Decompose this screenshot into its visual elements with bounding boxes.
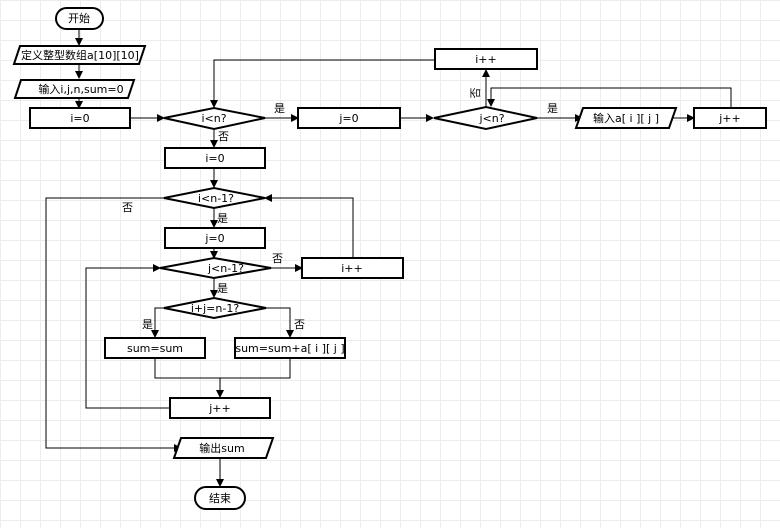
inc-j-bottom-node: j++ [169, 397, 271, 419]
edge-cond-i1-no-to-output [45, 197, 182, 452]
input-vars-label: 输入i,j,n,sum=0 [38, 82, 123, 96]
start-label: 开始 [68, 11, 90, 25]
label-yes-cond-j1: 是 [217, 282, 228, 295]
cond-j-lt-n-label: j<n? [478, 112, 504, 125]
cond-j-lt-n-node: j<n? [433, 105, 538, 131]
inc-j-top-label: j++ [718, 112, 741, 125]
inc-i-mid-label: i++ [341, 262, 363, 275]
init-j-node: j=0 [297, 107, 401, 129]
cond-i-lt-n1-node: i<n-1? [163, 186, 266, 210]
sum-keep-label: sum=sum [127, 342, 183, 355]
reset-i-label: i=0 [205, 152, 224, 165]
input-aij-label: 输入a[ i ][ j ] [593, 111, 659, 125]
input-aij-node: 输入a[ i ][ j ] [574, 107, 678, 129]
cond-i-lt-n-label: i<n? [201, 112, 226, 125]
cond-diag-label: i+j=n-1? [191, 302, 239, 315]
label-yes-cond-j: 是 [547, 102, 558, 115]
edge-cond-diag-yes-to-sum-keep [151, 307, 164, 338]
reset-i-node: i=0 [164, 147, 266, 169]
label-yes-cond-i: 是 [274, 102, 285, 115]
inc-i-mid-node: i++ [301, 257, 404, 279]
cond-j-lt-n1-node: j<n-1? [159, 256, 272, 280]
cond-i-lt-n1-label: i<n-1? [198, 192, 234, 205]
cond-diag-node: i+j=n-1? [163, 296, 267, 320]
output-sum-node: 输出sum [172, 437, 275, 459]
init-i-node: i=0 [29, 107, 131, 129]
edge-inc-j-bottom-loop-back [85, 264, 170, 409]
inc-j-bottom-label: j++ [208, 402, 231, 415]
init-i-label: i=0 [70, 112, 89, 125]
label-no-cond-i: 否 [218, 130, 229, 143]
edge-inc-i-loop-back [210, 59, 435, 108]
sum-keep-node: sum=sum [104, 337, 206, 359]
label-no-cond-j1: 否 [272, 252, 283, 265]
edges [45, 29, 732, 487]
cond-j-lt-n1-label: j<n-1? [207, 262, 244, 275]
cond-i-lt-n-node: i<n? [163, 106, 266, 131]
inc-i-top-label: i++ [475, 53, 497, 66]
edge-sum-keep-merge [154, 358, 291, 379]
start-node: 开始 [55, 7, 104, 30]
init-j-label: j=0 [338, 112, 358, 125]
define-array-node: 定义整型数组a[10][10] [12, 45, 147, 65]
label-yes-cond-i1: 是 [217, 212, 228, 225]
edge-inc-i-mid-loop-back [264, 194, 354, 258]
end-label: 结束 [209, 492, 231, 505]
end-node: 结束 [194, 486, 246, 510]
edge-inc-j-loop-back [487, 87, 732, 108]
label-no-cond-j: 否 [469, 88, 482, 99]
sum-add-node: sum=sum+a[ i ][ j ] [234, 337, 346, 359]
inc-i-top-node: i++ [434, 48, 538, 70]
output-sum-label: 输出sum [199, 441, 244, 455]
label-no-cond-diag: 否 [294, 318, 305, 331]
reset-j-node: j=0 [164, 227, 266, 249]
inc-j-top-node: j++ [693, 107, 767, 129]
sum-add-label: sum=sum+a[ i ][ j ] [235, 342, 344, 355]
label-no-cond-i1: 否 [122, 201, 133, 214]
define-array-label: 定义整型数组a[10][10] [21, 48, 139, 62]
label-yes-cond-diag: 是 [142, 318, 153, 331]
reset-j-label: j=0 [204, 232, 224, 245]
input-vars-node: 输入i,j,n,sum=0 [13, 79, 136, 99]
edge-labels: 是 是 否 否 是 否 否 是 是 否 [122, 88, 558, 332]
edge-cond-diag-no-to-sum-add [266, 307, 294, 338]
